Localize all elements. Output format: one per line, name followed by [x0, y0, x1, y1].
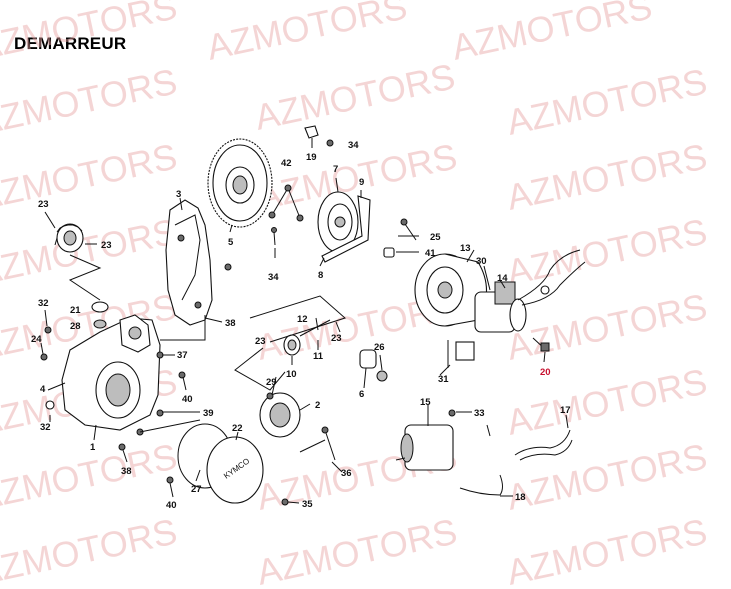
- part-label-42: 42: [281, 158, 292, 169]
- part-starter-14: [474, 249, 586, 333]
- part-label-23: 23: [38, 199, 49, 210]
- part-label-22: 22: [232, 423, 243, 434]
- part-label-27: 27: [191, 484, 202, 495]
- watermark-text: AZMOTORS: [503, 210, 710, 292]
- part-label-30: 30: [476, 256, 487, 267]
- watermark-text: AZMOTORS: [203, 0, 410, 68]
- part-label-34: 34: [348, 140, 359, 151]
- part-bolt-20: [532, 337, 550, 352]
- watermark-text: AZMOTORS: [448, 0, 655, 68]
- part-clip-19: [304, 125, 334, 147]
- part-bushing-6: [359, 349, 388, 382]
- watermark-text: AZMOTORS: [0, 60, 181, 142]
- part-label-37: 37: [177, 350, 188, 361]
- watermark-text: AZMOTORS: [503, 510, 710, 589]
- part-label-31: 31: [438, 374, 449, 385]
- part-bolt-42: [268, 184, 304, 246]
- watermark-text: AZMOTORS: [503, 360, 710, 442]
- part-label-4: 4: [40, 384, 46, 395]
- watermark-text: AZMOTORS: [0, 510, 181, 589]
- part-motor-15: [395, 409, 491, 471]
- watermark-text: AZMOTORS: [503, 60, 710, 142]
- part-label-8: 8: [318, 270, 323, 281]
- part-label-23: 23: [255, 336, 266, 347]
- watermark-text: AZMOTORS: [503, 135, 710, 217]
- part-label-3: 3: [176, 189, 181, 200]
- watermark-text: AZMOTORS: [251, 55, 458, 137]
- part-label-11: 11: [313, 351, 324, 362]
- part-label-32: 32: [40, 422, 51, 433]
- part-gear-23: [54, 223, 84, 253]
- diagram-title: DEMARREUR: [14, 34, 127, 53]
- part-label-40: 40: [182, 394, 193, 405]
- part-label-35: 35: [302, 499, 313, 510]
- part-cover-22: KYMCO: [206, 436, 289, 506]
- part-label-15: 15: [420, 397, 431, 408]
- part-label-10: 10: [286, 369, 297, 380]
- part-label-36: 36: [341, 468, 352, 479]
- watermark-text: AZMOTORS: [0, 135, 181, 217]
- part-label-26: 26: [374, 342, 385, 353]
- part-label-23: 23: [331, 333, 342, 344]
- part-label-2: 2: [315, 400, 320, 411]
- part-label-39: 39: [203, 408, 214, 419]
- part-connector-31: [447, 340, 475, 368]
- part-label-24: 24: [31, 334, 42, 345]
- part-stator-7: [317, 191, 371, 263]
- part-label-1: 1: [90, 442, 96, 453]
- parts-drawing: KYMCO: [40, 125, 586, 506]
- part-label-23: 23: [101, 240, 112, 251]
- part-label-38: 38: [225, 318, 236, 329]
- watermark-text: AZMOTORS: [0, 210, 181, 292]
- part-label-25: 25: [430, 232, 441, 243]
- part-label-20: 20: [540, 367, 551, 378]
- part-label-12: 12: [297, 314, 308, 325]
- part-cable-18: [459, 474, 503, 496]
- part-label-29: 29: [266, 377, 277, 388]
- watermark-text: AZMOTORS: [503, 285, 710, 367]
- part-label-18: 18: [515, 492, 526, 503]
- part-label-6: 6: [359, 389, 364, 400]
- part-label-9: 9: [359, 177, 364, 188]
- part-label-32: 32: [38, 298, 49, 309]
- part-label-13: 13: [460, 243, 471, 254]
- part-small-25-41: [383, 218, 417, 258]
- part-label-40: 40: [166, 500, 177, 511]
- part-cover-3: [165, 199, 213, 326]
- part-label-14: 14: [497, 273, 508, 284]
- part-cap-21-28: [91, 301, 109, 329]
- watermark-text: AZMOTORS: [0, 0, 181, 68]
- part-label-38: 38: [121, 466, 132, 477]
- part-label-17: 17: [560, 405, 571, 416]
- part-label-33: 33: [474, 408, 485, 419]
- part-harness-17: [514, 429, 573, 461]
- part-label-19: 19: [306, 152, 317, 163]
- part-clutch-2: [259, 392, 301, 438]
- watermark-text: AZMOTORS: [253, 510, 460, 589]
- part-label-7: 7: [333, 164, 338, 175]
- part-label-28: 28: [70, 321, 81, 332]
- part-crankcase-cover-1: [61, 314, 161, 431]
- part-label-5: 5: [228, 237, 234, 248]
- part-label-41: 41: [425, 248, 436, 259]
- part-bolt-36: [299, 426, 336, 461]
- part-label-34: 34: [268, 272, 279, 283]
- part-label-21: 21: [70, 305, 81, 316]
- leader-lines: [40, 138, 569, 504]
- part-ring-gear-5: [207, 138, 273, 228]
